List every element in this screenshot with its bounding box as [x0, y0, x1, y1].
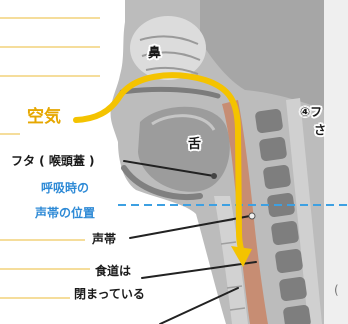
esophagus-pointer [141, 261, 257, 279]
right-panel [322, 0, 348, 324]
nose-label: 鼻 [148, 46, 162, 61]
trachea-ring [220, 241, 237, 245]
vocal-cords-label: 声帯 [92, 232, 117, 246]
breathing-position-label-line2: 声帯の位置 [35, 206, 96, 220]
vocal-cords-pointer [129, 215, 251, 239]
vertebra [259, 136, 287, 162]
hard-palate [119, 86, 221, 99]
epiglottis-label: フタ ( 喉頭蓋 ) [11, 154, 95, 168]
esophagus-label-line1: 食道は [95, 264, 132, 278]
airflow-arrow-path [73, 72, 244, 252]
skull-base [200, 0, 324, 110]
spinal-cord [286, 98, 322, 324]
trachea-ring [229, 307, 246, 311]
air-label: 空気 [27, 107, 61, 127]
vertebra [283, 304, 311, 324]
mandible [121, 165, 203, 200]
trachea [214, 196, 248, 324]
side-note-line2: さ [314, 123, 327, 137]
vertebra [279, 276, 307, 302]
tongue-highlight [151, 114, 216, 131]
epiglottis-pointer [123, 160, 215, 177]
side-paren: ( [334, 283, 339, 297]
vertebra [263, 164, 291, 190]
spine [255, 108, 311, 324]
vertebra [255, 108, 283, 134]
pointer-lines [123, 160, 257, 324]
bottom-pointer [159, 287, 239, 324]
nasal-turbinates [139, 35, 201, 75]
pharynx [222, 100, 268, 324]
epiglottis-marker [211, 173, 217, 179]
nasal-cavity [130, 16, 206, 80]
esophagus-label-line2: 閉まっている [74, 287, 145, 301]
side-note-line1: ④フ [300, 105, 323, 119]
tongue [138, 106, 230, 192]
airflow-arrowhead [231, 246, 252, 267]
vertebra [271, 220, 299, 246]
trachea-ring [226, 285, 243, 289]
vocal-cords-marker [248, 212, 256, 220]
breathing-position-label-line1: 呼吸時の [41, 181, 90, 195]
tongue-label: 舌 [188, 137, 202, 152]
ruled-lines [0, 17, 100, 299]
vertebra [275, 248, 303, 274]
